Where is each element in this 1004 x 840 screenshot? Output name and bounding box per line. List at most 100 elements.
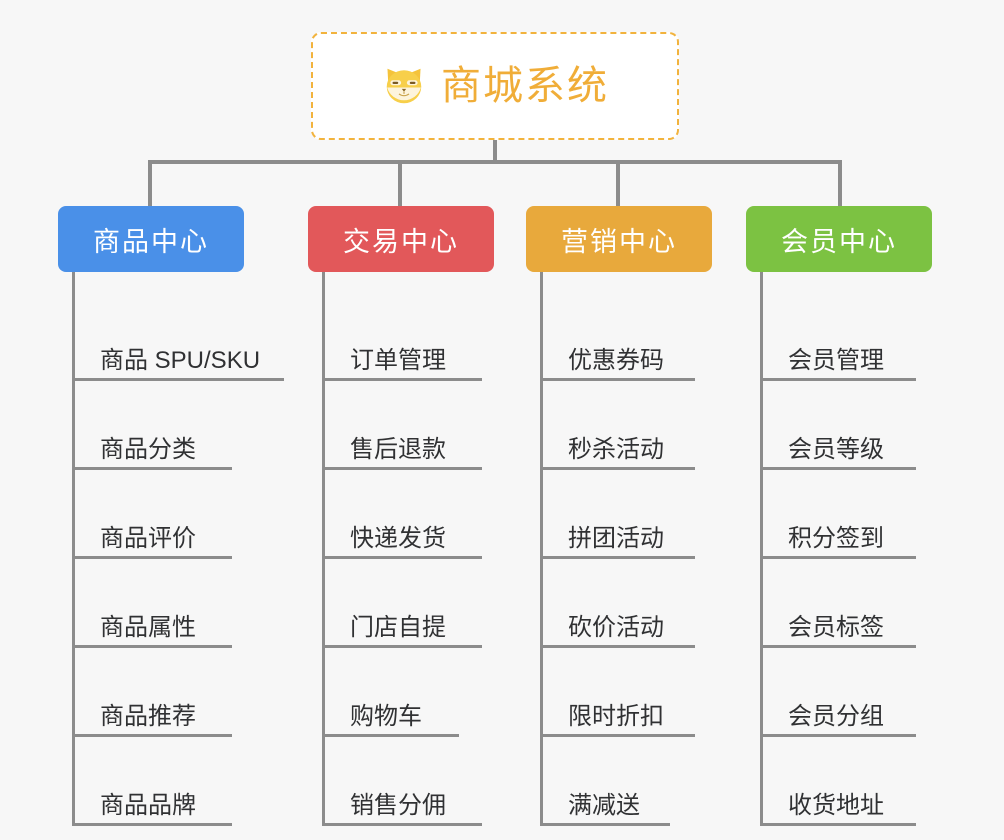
connector-horizontal-bus [148,160,842,164]
leaf-item-label: 商品属性 [100,614,196,642]
branch-spine [760,272,763,826]
leaf-item[interactable]: 商品评价 [72,470,260,559]
leaf-item[interactable]: 快递发货 [322,470,494,559]
leaf-item-rule [760,823,916,826]
leaf-item[interactable]: 销售分佣 [322,737,494,826]
leaf-item-label: 商品推荐 [100,703,196,731]
connector-drop [616,160,620,206]
connector-drop [148,160,152,206]
leaf-item[interactable]: 会员分组 [760,648,932,737]
leaf-item-label: 拼团活动 [568,525,664,553]
leaf-item-label: 满减送 [568,792,640,820]
leaf-list: 订单管理售后退款快递发货门店自提购物车销售分佣 [322,272,494,826]
leaf-item[interactable]: 商品属性 [72,559,260,648]
leaf-item-label: 门店自提 [350,614,446,642]
leaf-item[interactable]: 订单管理 [322,292,494,381]
leaf-item-rule [540,467,695,470]
branch-column: 交易中心订单管理售后退款快递发货门店自提购物车销售分佣 [308,206,494,826]
leaf-item[interactable]: 限时折扣 [540,648,712,737]
branch-header-label: 交易中心 [343,226,459,257]
leaf-item-label: 会员标签 [788,614,884,642]
leaf-item[interactable]: 收货地址 [760,737,932,826]
branch-header-label: 商品中心 [93,226,209,257]
leaf-item-label: 商品 SPU/SKU [100,347,261,375]
leaf-item-label: 售后退款 [350,436,446,464]
leaf-item-rule [540,734,695,737]
leaf-item-label: 限时折扣 [568,703,664,731]
branch-spine [322,272,325,826]
branch-header[interactable]: 商品中心 [58,206,244,272]
branch-header-label: 营销中心 [561,226,677,257]
leaf-item-label: 收货地址 [788,792,884,820]
leaf-item[interactable]: 购物车 [322,648,494,737]
root-node[interactable]: 商城系统 [311,32,679,140]
leaf-item[interactable]: 满减送 [540,737,712,826]
leaf-item-label: 优惠券码 [568,347,664,375]
leaf-item-rule [760,378,916,381]
leaf-item-label: 销售分佣 [350,792,446,820]
leaf-item-label: 商品评价 [100,525,196,553]
leaf-item-label: 订单管理 [350,347,446,375]
leaf-item-label: 秒杀活动 [568,436,664,464]
connector-drop [398,160,402,206]
branch-column: 营销中心优惠券码秒杀活动拼团活动砍价活动限时折扣满减送 [526,206,712,826]
shiba-dog-icon [386,68,422,104]
leaf-item-rule [322,823,482,826]
leaf-item-rule [322,467,482,470]
branch-spine [540,272,543,826]
leaf-item-rule [540,378,695,381]
leaf-item-label: 积分签到 [788,525,884,553]
leaf-item-label: 购物车 [350,703,422,731]
leaf-item-label: 商品品牌 [100,792,196,820]
connector-drop [838,160,842,206]
leaf-item[interactable]: 优惠券码 [540,292,712,381]
leaf-item-label: 商品分类 [100,436,196,464]
leaf-item-rule [540,823,670,826]
leaf-item-rule [322,556,482,559]
leaf-item-rule [72,467,232,470]
leaf-item-rule [540,645,695,648]
root-title: 商城系统 [441,64,609,108]
leaf-list: 优惠券码秒杀活动拼团活动砍价活动限时折扣满减送 [540,272,712,826]
leaf-item[interactable]: 秒杀活动 [540,381,712,470]
branch-column: 商品中心商品 SPU/SKU 商品分类商品评价商品属性商品推荐商品品牌 [58,206,284,826]
leaf-item[interactable]: 会员等级 [760,381,932,470]
leaf-item[interactable]: 积分签到 [760,470,932,559]
leaf-item-rule [322,645,482,648]
leaf-item[interactable]: 砍价活动 [540,559,712,648]
leaf-item-rule [322,734,459,737]
leaf-item[interactable]: 会员管理 [760,292,932,381]
leaf-item-rule [72,734,232,737]
branch-column: 会员中心会员管理会员等级积分签到会员标签会员分组收货地址 [746,206,932,826]
leaf-list: 商品 SPU/SKU 商品分类商品评价商品属性商品推荐商品品牌 [72,272,284,826]
leaf-item-label: 会员管理 [788,347,884,375]
connector-root-stem [493,140,497,164]
leaf-item[interactable]: 拼团活动 [540,470,712,559]
branch-header-label: 会员中心 [781,226,897,257]
leaf-item-rule [322,378,482,381]
leaf-item-label: 会员等级 [788,436,884,464]
leaf-item-label: 会员分组 [788,703,884,731]
leaf-item[interactable]: 商品推荐 [72,648,260,737]
branch-header[interactable]: 交易中心 [308,206,494,272]
leaf-item-rule [540,556,695,559]
leaf-list: 会员管理会员等级积分签到会员标签会员分组收货地址 [760,272,932,826]
branch-header[interactable]: 会员中心 [746,206,932,272]
leaf-item-rule [760,556,916,559]
leaf-item[interactable]: 门店自提 [322,559,494,648]
leaf-item-label: 砍价活动 [568,614,664,642]
leaf-item-rule [72,556,232,559]
leaf-item-label: 快递发货 [350,525,446,553]
branch-header[interactable]: 营销中心 [526,206,712,272]
leaf-item[interactable]: 商品品牌 [72,737,260,826]
leaf-item-rule [760,467,916,470]
leaf-item[interactable]: 商品分类 [72,381,260,470]
leaf-item-rule [72,645,232,648]
leaf-item[interactable]: 售后退款 [322,381,494,470]
branch-spine [72,272,75,826]
leaf-item[interactable]: 商品 SPU/SKU [72,292,284,381]
leaf-item-rule [760,645,916,648]
leaf-item[interactable]: 会员标签 [760,559,932,648]
leaf-item-rule [72,823,232,826]
